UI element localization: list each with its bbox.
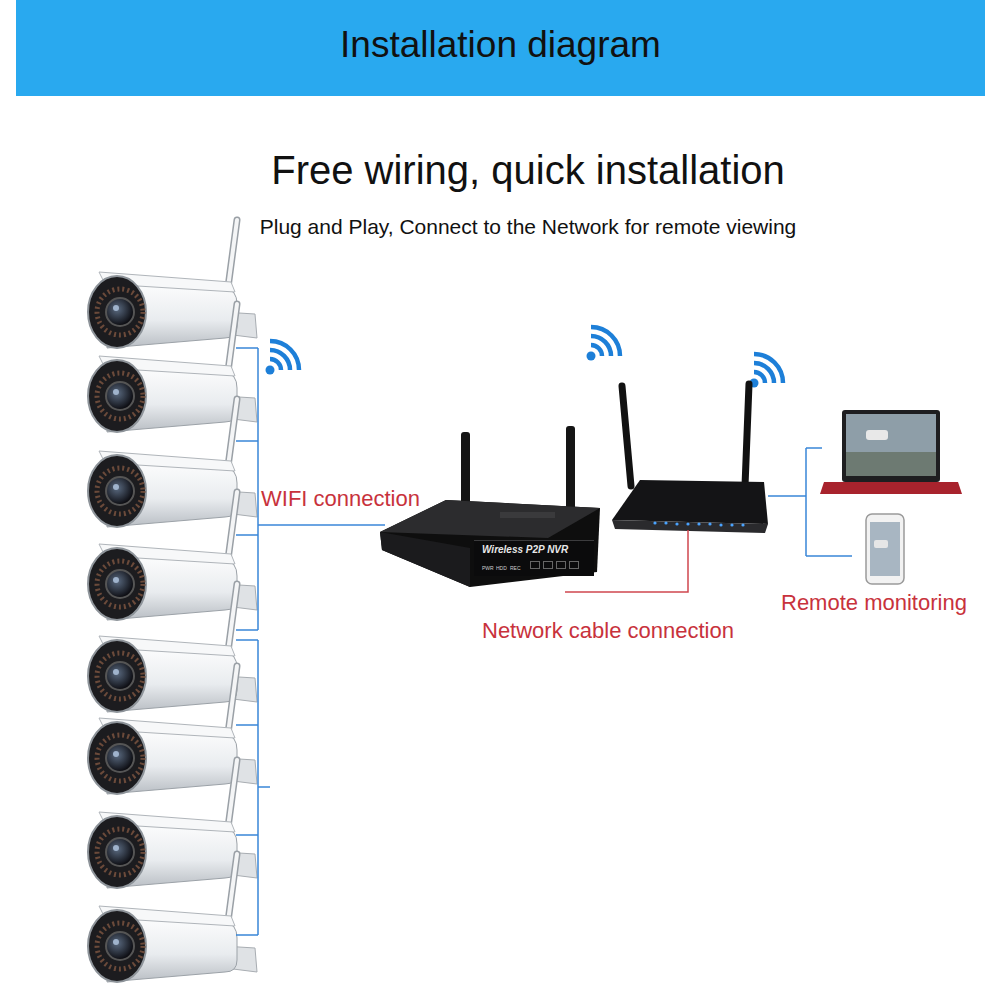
router-front bbox=[612, 520, 768, 533]
nvr-side bbox=[380, 532, 470, 587]
wifi-symbol bbox=[750, 354, 784, 388]
bracket-line bbox=[236, 640, 270, 935]
panel-button bbox=[543, 561, 553, 569]
panel-button bbox=[556, 561, 566, 569]
bracket-line bbox=[236, 348, 258, 630]
router bbox=[612, 384, 768, 533]
phone bbox=[866, 514, 904, 584]
connection-label: WIFI connection bbox=[261, 486, 420, 512]
indicator-label: PWR bbox=[482, 565, 494, 571]
laptop-screen bbox=[842, 410, 940, 482]
phone-screen bbox=[870, 522, 900, 576]
panel-button bbox=[569, 561, 579, 569]
title-text: Installation diagram bbox=[16, 24, 985, 66]
antenna bbox=[566, 426, 575, 512]
phone-body bbox=[866, 514, 904, 584]
indicator-label: HDD bbox=[496, 565, 507, 571]
wifi-line bbox=[258, 524, 385, 526]
antenna bbox=[622, 386, 631, 486]
title-band bbox=[16, 0, 985, 96]
screen-image bbox=[846, 452, 936, 476]
antenna bbox=[745, 384, 749, 486]
device-name: Wireless P2P NVR bbox=[482, 544, 568, 555]
remote-line bbox=[768, 448, 852, 556]
subtitle-heading: Free wiring, quick installation bbox=[128, 148, 928, 193]
screen-image bbox=[866, 430, 888, 440]
wifi-symbol bbox=[587, 327, 621, 361]
laptop bbox=[820, 410, 962, 494]
connection-label: Remote monitoring bbox=[781, 590, 967, 616]
wifi-symbol bbox=[266, 341, 300, 375]
laptop-base bbox=[820, 482, 962, 494]
subtitle-text: Plug and Play, Connect to the Network fo… bbox=[128, 215, 928, 239]
panel-button bbox=[530, 561, 540, 569]
status-leds bbox=[653, 521, 744, 526]
nvr-front-panel: Wireless P2P NVR PWRHDDREC bbox=[474, 540, 594, 576]
vent bbox=[500, 512, 555, 518]
screen-image bbox=[874, 540, 888, 548]
nvr-body bbox=[380, 500, 600, 587]
screen-image bbox=[846, 414, 936, 476]
connection-label: Network cable connection bbox=[482, 618, 734, 644]
wifi-bracket bbox=[236, 348, 385, 935]
router-body bbox=[612, 480, 768, 524]
indicator-label: REC bbox=[510, 565, 521, 571]
camera bbox=[88, 854, 257, 982]
